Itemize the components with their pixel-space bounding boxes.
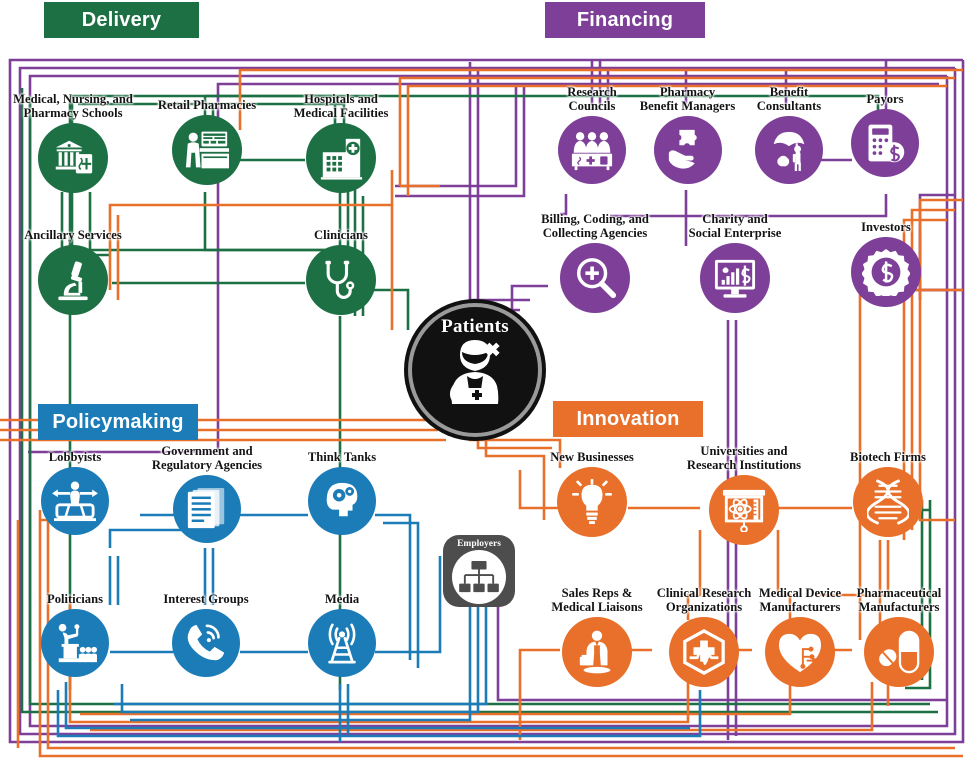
node-label: Ancillary Services [24,228,122,242]
node-label: Universities and Research Institutions [686,444,802,472]
section-header-policymaking: Policymaking [38,404,198,440]
node-label: Think Tanks [307,450,377,464]
node-hospitals[interactable]: Hospitals and Medical Facilities [282,92,400,193]
node-label: New Businesses [550,450,634,464]
node-charity-social-enterprise[interactable]: Charity and Social Enterprise [676,212,794,313]
chart-heart-dollar-icon [700,243,770,313]
section-header-financing: Financing [545,2,705,38]
node-label: Benefit Consultants [756,85,822,113]
node-government-regulatory[interactable]: Government and Regulatory Agencies [142,444,272,543]
section-label-policymaking: Policymaking [52,410,184,433]
section-header-delivery: Delivery [44,2,199,38]
patients-label: Patients [441,316,509,337]
node-label: Government and Regulatory Agencies [151,444,263,472]
node-interest-groups[interactable]: Interest Groups [152,592,260,677]
node-label: Sales Reps & Medical Liaisons [551,586,643,614]
section-label-innovation: Innovation [576,407,680,430]
section-label-delivery: Delivery [81,8,162,31]
node-biotech-firms[interactable]: Biotech Firms [843,450,933,537]
node-employers[interactable]: Employers [443,535,515,607]
node-think-tanks[interactable]: Think Tanks [303,450,381,535]
node-label: Billing, Coding, and Collecting Agencies [541,212,649,240]
gear-dollar-icon [851,237,921,307]
employers-label: Employers [457,539,501,549]
node-label: Hospitals and Medical Facilities [293,92,389,120]
atom-board-icon [709,475,779,545]
panel-board-icon [558,116,626,184]
pharmacy-counter-icon [172,115,242,185]
node-clinical-research-orgs[interactable]: Clinical Research Organizations [645,586,763,687]
node-label: Pharmacy Benefit Managers [639,85,736,113]
section-header-innovation: Innovation [553,401,703,437]
node-clinicians[interactable]: Clinicians [296,228,386,315]
head-gears-icon [308,467,376,535]
node-label: Interest Groups [163,592,249,606]
org-chart-icon [452,550,506,604]
documents-icon [173,475,241,543]
hospital-building-icon [306,123,376,193]
hand-puzzle-icon [653,116,722,184]
heart-circuit-icon [765,617,835,687]
node-label: Medical, Nursing, and Pharmacy Schools [13,92,133,120]
umbrella-person-heart-icon [755,116,823,184]
node-politicians[interactable]: Politicians [33,592,117,677]
node-label: Medical Device Manufacturers [758,586,842,614]
node-research-councils[interactable]: Research Councils [548,85,636,184]
node-pharmacy-benefit-managers[interactable]: Pharmacy Benefit Managers [630,85,745,184]
node-new-businesses[interactable]: New Businesses [542,450,642,537]
node-label: Media [324,592,360,606]
lightbulb-icon [557,467,627,537]
node-label: Biotech Firms [850,450,926,464]
node-label: Lobbyists [48,450,102,464]
node-benefit-consultants[interactable]: Benefit Consultants [744,85,834,184]
person-arrows-icon [41,467,109,535]
node-investors[interactable]: Investors [846,220,926,307]
node-med-schools[interactable]: Medical, Nursing, and Pharmacy Schools [8,92,138,193]
stethoscope-icon [306,245,376,315]
node-payors[interactable]: Payors [845,92,925,177]
node-label: Pharmaceutical Manufacturers [856,586,942,614]
dna-helix-icon [853,467,923,537]
calculator-dollar-icon [851,109,919,177]
node-medical-device-mfr[interactable]: Medical Device Manufacturers [744,586,856,687]
node-sales-reps[interactable]: Sales Reps & Medical Liaisons [545,586,649,687]
broadcast-tower-icon [308,609,376,677]
node-label: Investors [861,220,911,234]
node-lobbyists[interactable]: Lobbyists [33,450,117,535]
node-retail-pharmacies[interactable]: Retail Pharmacies [152,98,262,185]
podium-speaker-icon [41,609,109,677]
node-media[interactable]: Media [305,592,379,677]
node-label: Charity and Social Enterprise [688,212,782,240]
node-label: Payors [866,92,904,106]
section-label-financing: Financing [576,8,674,31]
node-ancillary-services[interactable]: Ancillary Services [12,228,134,315]
university-caduceus-icon [38,123,108,193]
node-billing-coding-collecting[interactable]: Billing, Coding, and Collecting Agencies [530,212,660,313]
node-pharmaceutical-mfr[interactable]: Pharmaceutical Manufacturers [843,586,955,687]
magnifier-plus-icon [560,243,630,313]
phone-signal-icon [172,609,240,677]
hexagon-cross-pulse-icon [669,617,739,687]
pills-capsule-icon [864,617,934,687]
node-patients[interactable]: Patients [408,303,542,437]
node-label: Research Councils [567,85,617,113]
node-label: Politicians [47,592,103,606]
microscope-icon [38,245,108,315]
patient-figure-icon [437,336,513,413]
node-label: Clinical Research Organizations [656,586,752,614]
node-label: Retail Pharmacies [157,98,257,112]
node-label: Clinicians [314,228,368,242]
businessperson-briefcase-icon [562,617,632,687]
node-universities[interactable]: Universities and Research Institutions [678,444,810,545]
